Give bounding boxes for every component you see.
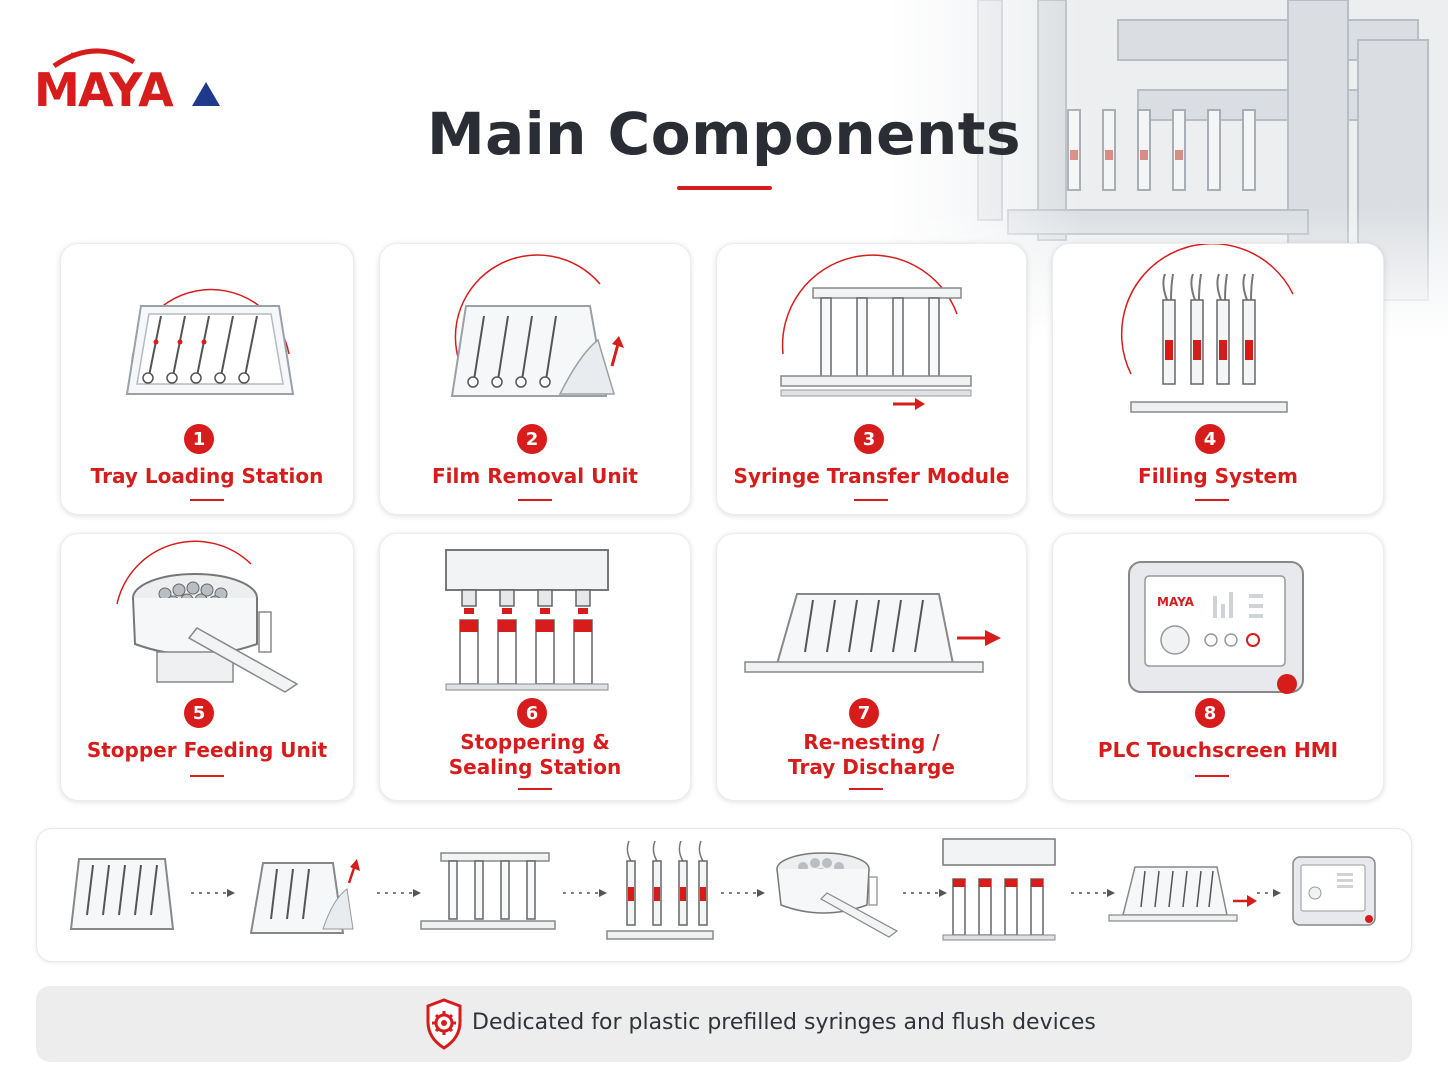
component-label-line2: Tray Discharge bbox=[788, 755, 955, 779]
stoppering-press-icon bbox=[445, 549, 609, 691]
component-label: Film Removal Unit bbox=[432, 464, 638, 488]
component-card-2[interactable]: 2 Film Removal Unit bbox=[379, 243, 691, 515]
component-card-5[interactable]: 5 Stopper Feeding Unit bbox=[60, 533, 354, 801]
component-number-badge: 4 bbox=[1195, 424, 1225, 454]
component-number-badge: 1 bbox=[184, 424, 214, 454]
label-underline bbox=[190, 499, 224, 501]
component-number-badge: 8 bbox=[1195, 698, 1225, 728]
maya-logo: M AYA bbox=[34, 48, 220, 114]
label-underline bbox=[518, 499, 552, 501]
tray-discharge-icon bbox=[744, 593, 1001, 673]
component-label: Stopper Feeding Unit bbox=[86, 738, 328, 762]
label-underline bbox=[518, 788, 552, 790]
component-number-badge: 5 bbox=[184, 698, 214, 728]
flow-step-stoppering-icon bbox=[942, 838, 1056, 941]
component-label-line1: Re-nesting / bbox=[803, 730, 940, 754]
label-underline bbox=[190, 775, 224, 777]
shield-gear-icon bbox=[426, 998, 462, 1050]
component-label: PLC Touchscreen HMI bbox=[1097, 738, 1339, 762]
component-number-badge: 2 bbox=[517, 424, 547, 454]
flow-step-bowl-icon bbox=[776, 852, 899, 938]
component-card-3[interactable]: 3 Syringe Transfer Module bbox=[716, 243, 1027, 515]
title-underline bbox=[677, 186, 772, 190]
flow-step-filling-icon bbox=[606, 840, 714, 940]
syringe-tray-icon bbox=[125, 288, 295, 395]
footer-banner: Dedicated for plastic prefilled syringes… bbox=[36, 986, 1412, 1062]
component-label: Stoppering & Sealing Station bbox=[380, 730, 690, 780]
footer-text: Dedicated for plastic prefilled syringes… bbox=[472, 1010, 1096, 1035]
label-underline bbox=[1195, 775, 1229, 777]
hmi-panel-icon: MAYA bbox=[1128, 561, 1304, 694]
label-underline bbox=[854, 499, 888, 501]
flow-step-transfer-icon bbox=[420, 852, 556, 930]
component-label-line1: Stoppering & bbox=[460, 730, 610, 754]
component-label: Syringe Transfer Module bbox=[733, 464, 1010, 488]
film-peel-icon bbox=[450, 254, 624, 397]
component-number-badge: 3 bbox=[854, 424, 884, 454]
component-label: Tray Loading Station bbox=[90, 464, 324, 488]
flow-step-discharge-icon bbox=[1108, 866, 1257, 922]
hmi-screen-logo: MAYA bbox=[1157, 595, 1195, 609]
process-flow-strip bbox=[36, 828, 1412, 962]
filling-nozzles-icon bbox=[1120, 244, 1294, 413]
component-card-4[interactable]: 4 Filling System bbox=[1052, 243, 1384, 515]
flow-step-hmi-icon bbox=[1292, 856, 1376, 926]
component-label-line2: Sealing Station bbox=[448, 755, 622, 779]
process-flow-diagram bbox=[69, 838, 1376, 941]
transfer-rail-icon bbox=[780, 254, 972, 410]
component-number-badge: 6 bbox=[517, 698, 547, 728]
component-card-8[interactable]: MAYA 8 PLC Touchscreen HMI bbox=[1052, 533, 1384, 801]
component-card-7[interactable]: 7 Re-nesting / Tray Discharge bbox=[716, 533, 1027, 801]
svg-text:AYA: AYA bbox=[78, 63, 174, 114]
component-label: Filling System bbox=[1138, 464, 1298, 488]
svg-text:M: M bbox=[34, 63, 80, 114]
component-label: Re-nesting / Tray Discharge bbox=[717, 730, 1026, 780]
flow-step-tray-icon bbox=[69, 858, 175, 930]
component-card-1[interactable]: 1 Tray Loading Station bbox=[60, 243, 354, 515]
label-underline bbox=[1195, 499, 1229, 501]
component-number-badge: 7 bbox=[849, 698, 879, 728]
label-underline bbox=[849, 788, 883, 790]
component-card-6[interactable]: 6 Stoppering & Sealing Station bbox=[379, 533, 691, 801]
vibratory-bowl-icon bbox=[116, 540, 299, 693]
flow-step-film-icon bbox=[249, 859, 360, 934]
page-title: Main Components bbox=[426, 100, 1022, 168]
